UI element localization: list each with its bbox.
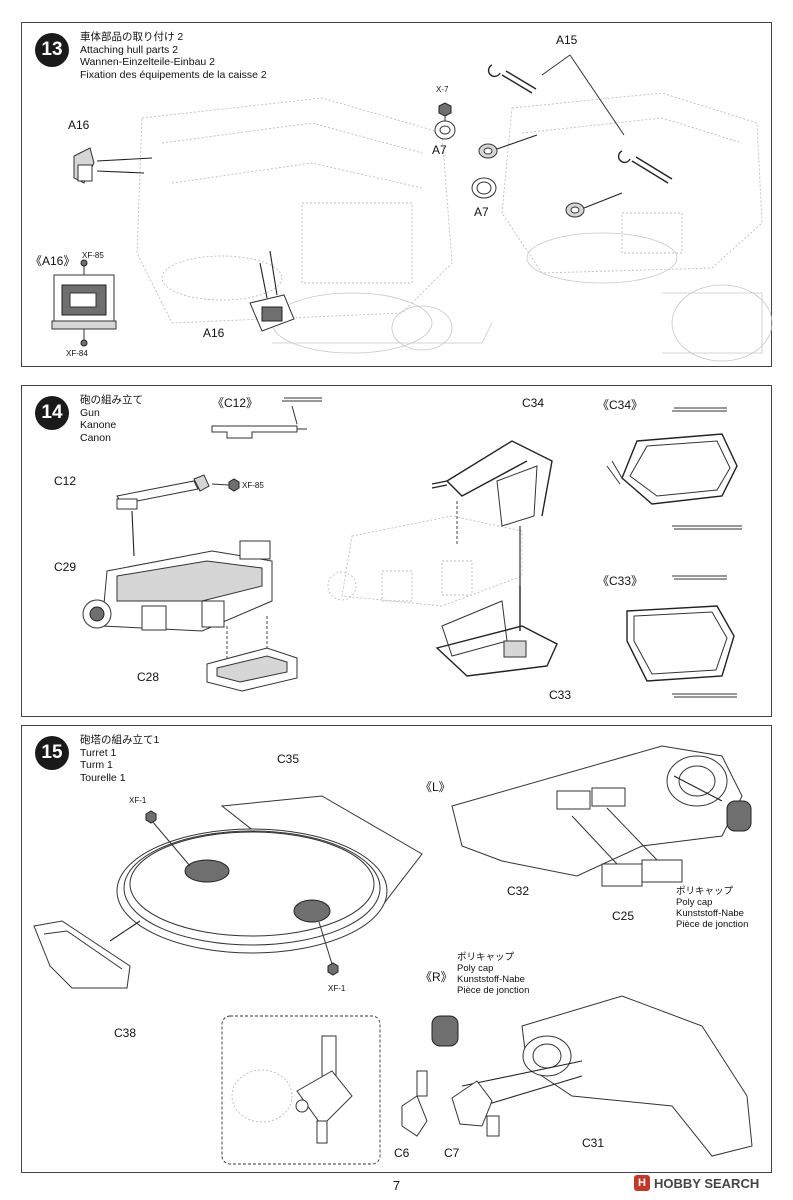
watermark-text: HOBBY SEARCH — [654, 1175, 760, 1191]
step-title-ja: 車体部品の取り付け 2 — [80, 31, 184, 43]
hobby-search-logo-icon: H — [634, 1175, 650, 1191]
watermark: H HOBBY SEARCH — [634, 1175, 759, 1191]
label-c35: C35 — [277, 752, 300, 766]
step-title-ja: 砲塔の組み立て1 — [80, 734, 160, 746]
step-title-de: Wannen-Einzelteile-Einbau 2 — [80, 56, 216, 68]
label-xf1-top: XF-1 — [129, 796, 147, 805]
label-xf84-paint: XF-84 — [66, 349, 88, 358]
hull-outline-right — [501, 92, 773, 362]
part-c28-base — [206, 616, 298, 692]
step-title-block: 砲塔の組み立て1 Turret 1 Turm 1 Tourelle 1 — [80, 734, 159, 784]
label-c32: C32 — [507, 884, 530, 898]
label-l-inset: 《L》 — [420, 780, 451, 794]
step-title-fr: Canon — [80, 431, 111, 444]
label-xf85-paint: XF-85 — [242, 481, 264, 490]
label-a15: A15 — [556, 33, 578, 47]
polycap-r-en: Poly cap — [457, 963, 494, 974]
step-title-en: Gun — [80, 406, 100, 419]
label-xf85-paint: XF-85 — [82, 251, 104, 260]
label-c12-inset: 《C12》 — [212, 396, 259, 410]
label-c33: C33 — [549, 688, 572, 702]
part-a16-bottom — [249, 250, 295, 332]
part-x7-paint — [434, 102, 456, 140]
part-c25-blocks — [571, 807, 683, 887]
step-14-illustration — [82, 397, 742, 698]
part-c31-right-cheek — [431, 995, 753, 1157]
step-15-illustration — [33, 745, 753, 1165]
step-15-panel: 15 砲塔の組み立て1 Turret 1 Turm 1 Tourelle 1 — [21, 725, 772, 1173]
part-a15-rods — [487, 54, 673, 184]
step-number-badge: 15 — [35, 736, 69, 770]
step-title-block: 車体部品の取り付け 2 Attaching hull parts 2 Wanne… — [80, 31, 267, 81]
label-c12: C12 — [54, 474, 77, 488]
label-c6: C6 — [394, 1146, 410, 1160]
label-c38: C38 — [114, 1026, 137, 1040]
polycap-l-ja: ポリキャップ — [676, 886, 734, 897]
label-a7-lower: A7 — [474, 205, 489, 219]
label-c31: C31 — [582, 1136, 605, 1150]
polycap-l-en: Poly cap — [676, 897, 713, 908]
step-title-fr: Tourelle 1 — [80, 771, 126, 784]
label-a7-upper: A7 — [432, 143, 447, 157]
label-r-inset: 《R》 — [420, 970, 453, 984]
step-title-en: Turret 1 — [80, 746, 117, 759]
part-a7-upper — [478, 134, 538, 159]
label-c33-inset: 《C33》 — [597, 574, 644, 588]
label-xf1-bottom: XF-1 — [328, 984, 346, 993]
label-x7-paint: X-7 — [436, 85, 449, 94]
step-13-illustration — [51, 54, 773, 362]
label-c28: C28 — [137, 670, 160, 684]
polycap-r-de: Kunststoff-Nabe — [457, 974, 525, 985]
polycap-l-fr: Pièce de jonction — [676, 919, 749, 930]
step-title-en: Attaching hull parts 2 — [80, 43, 179, 56]
polycap-l-de: Kunststoff-Nabe — [676, 908, 744, 919]
step-title-ja: 砲の組み立て — [80, 394, 143, 406]
polycap-r-fr: Pièce de jonction — [457, 985, 530, 996]
faint-gun-assembly — [327, 515, 523, 607]
label-c25: C25 — [612, 909, 635, 923]
step-number-badge: 14 — [35, 396, 69, 430]
label-c34-inset: 《C34》 — [597, 398, 644, 412]
part-a7-lower — [471, 177, 623, 218]
polycap-r-ja: ポリキャップ — [457, 952, 515, 963]
label-a16-top: A16 — [68, 118, 90, 132]
part-c34-frame — [431, 440, 553, 586]
part-a16-inset — [51, 259, 117, 347]
label-c7: C7 — [444, 1146, 460, 1160]
part-a16-top — [73, 147, 153, 184]
part-c34-inset — [606, 407, 742, 530]
part-c38-mantlet — [33, 920, 141, 989]
page-number: 7 — [392, 1178, 401, 1193]
label-polycap-r: ポリキャップ Poly cap Kunststoff-Nabe Pièce de… — [457, 952, 529, 996]
step-14-panel: 14 砲の組み立て Gun Kanone Canon — [21, 385, 772, 717]
label-c34: C34 — [522, 396, 545, 410]
part-c33-inset — [626, 575, 737, 698]
step-title-de: Turm 1 — [80, 759, 113, 771]
label-a16-inset: 《A16》 — [30, 254, 76, 268]
step-number-badge: 13 — [35, 33, 69, 67]
step-title-block: 砲の組み立て Gun Kanone Canon — [80, 394, 143, 444]
step-13-panel: 13 車体部品の取り付け 2 Attaching hull parts 2 Wa… — [21, 22, 773, 367]
part-c12-inset — [211, 397, 322, 439]
part-c29-mount — [82, 540, 273, 632]
part-c12-barrel — [116, 474, 240, 557]
detail-inset-box — [221, 1015, 381, 1165]
step-title-fr: Fixation des équipements de la caisse 2 — [80, 68, 267, 81]
part-c32-left-cheek — [451, 745, 752, 877]
label-a16-bottom: A16 — [203, 326, 225, 340]
label-polycap-l: ポリキャップ Poly cap Kunststoff-Nabe Pièce de… — [676, 886, 748, 930]
part-c35-turret-ring — [116, 795, 423, 976]
part-c6-c7 — [401, 1070, 500, 1137]
step-title-de: Kanone — [80, 419, 117, 431]
label-c29: C29 — [54, 560, 77, 574]
part-c33-base — [435, 586, 558, 677]
